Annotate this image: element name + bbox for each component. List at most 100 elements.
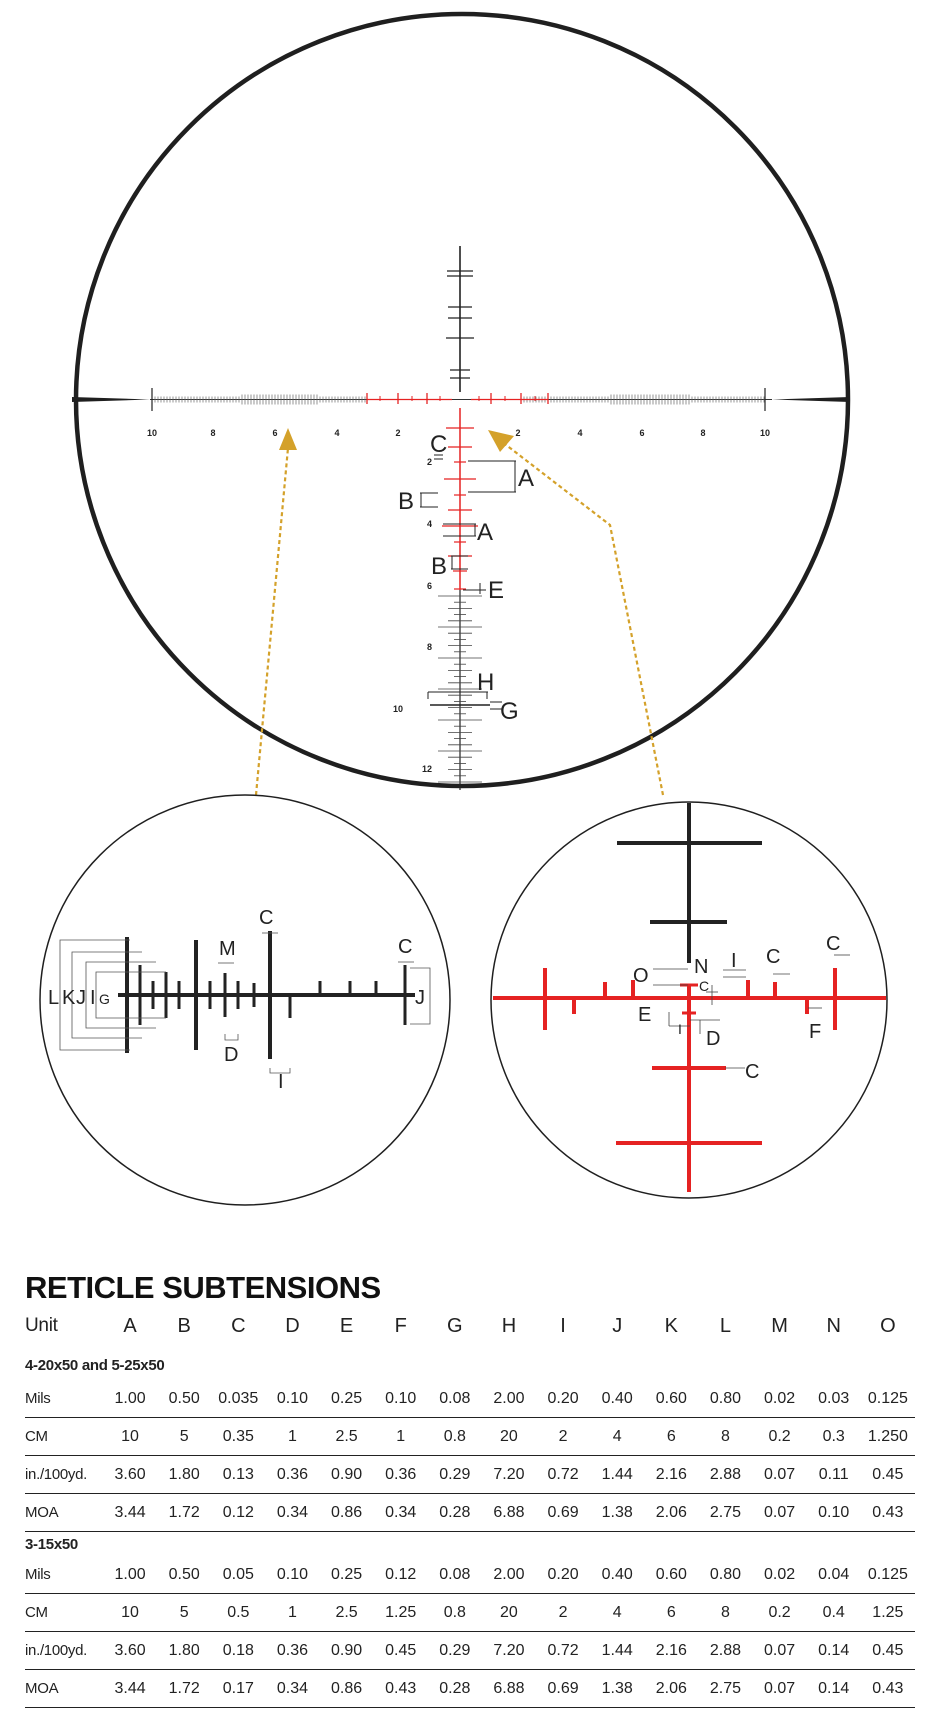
table-cell: 0.02 [752, 1380, 807, 1418]
h-label-left-6: 6 [272, 428, 277, 438]
table-cell: 3.60 [103, 1631, 158, 1670]
callout-a-mid: A [477, 519, 493, 546]
callout-c-main: C [430, 431, 447, 458]
table-header-cell: N [826, 1314, 841, 1337]
table-cell: 0.36 [373, 1455, 428, 1494]
left-inset-c2: C [398, 936, 412, 958]
table-cell: 0.10 [806, 1493, 861, 1532]
callout-b-top: B [398, 488, 414, 515]
table-cell: 0.07 [752, 1455, 807, 1494]
table-cell: 0.34 [265, 1669, 320, 1708]
table-header-cell: Unit [25, 1315, 58, 1336]
right-inset-f: F [809, 1021, 821, 1043]
table-cell: 0.60 [644, 1380, 699, 1418]
table-cell: 0.11 [806, 1455, 861, 1494]
table-cell: 0.35 [211, 1417, 266, 1456]
h-label-right-4: 4 [577, 428, 582, 438]
left-inset-d: D [224, 1044, 238, 1066]
table-cell: 1 [373, 1417, 428, 1456]
table-cell: 0.28 [427, 1493, 482, 1532]
table-cell: 0.90 [319, 1631, 374, 1670]
table-cell: 1.25 [373, 1593, 428, 1632]
table-cell: 6 [644, 1417, 699, 1456]
table-cell: 0.43 [860, 1669, 915, 1708]
h-label-right-8: 8 [700, 428, 705, 438]
table-cell: MOA [25, 1493, 103, 1532]
table-cell: 3.44 [103, 1669, 158, 1708]
table-cell: 0.86 [319, 1669, 374, 1708]
table-cell: 0.80 [698, 1556, 753, 1594]
table-header-cell: B [177, 1314, 191, 1337]
table-cell: Mils [25, 1380, 103, 1418]
table-cell: 2.88 [698, 1455, 753, 1494]
table-header-cell: I [560, 1314, 566, 1337]
arrow-right [500, 440, 665, 796]
left-inset-g: G [99, 991, 110, 1007]
left-inset-bracket [71, 951, 142, 1039]
table-cell: 0.60 [644, 1556, 699, 1594]
table-cell: MOA [25, 1669, 103, 1708]
table-cell: 0.40 [590, 1380, 645, 1418]
table-cell: 0.05 [211, 1556, 266, 1594]
v-label-12: 12 [422, 764, 432, 774]
table-cell: 2.06 [644, 1669, 699, 1708]
table-cell: 0.20 [536, 1556, 591, 1594]
h-label-left-8: 8 [210, 428, 215, 438]
table-cell: 0.5 [211, 1593, 266, 1632]
table-header-cell: L [719, 1314, 731, 1337]
table-cell: 6 [644, 1593, 699, 1632]
left-inset-i-bracket [269, 1068, 291, 1074]
right-post [772, 397, 850, 402]
left-inset-bracket [59, 939, 130, 1051]
table-cell: CM [25, 1417, 103, 1456]
table-cell: 0.45 [373, 1631, 428, 1670]
right-inset-o: O [633, 965, 649, 987]
callout-b-mid: B [431, 553, 447, 580]
right-inset-n: N [694, 956, 708, 978]
table-cell: 0.17 [211, 1669, 266, 1708]
table-cell: 5 [157, 1593, 212, 1632]
table-cell: 0.04 [806, 1556, 861, 1594]
table-cell: 0.34 [265, 1493, 320, 1532]
table-header-cell: C [231, 1314, 246, 1337]
table-header-cell: G [447, 1314, 463, 1337]
table-cell: 0.07 [752, 1631, 807, 1670]
table-cell: in./100yd. [25, 1631, 103, 1670]
table-cell: 2.88 [698, 1631, 753, 1670]
table-cell: 6.88 [481, 1493, 536, 1532]
table-cell: 2.75 [698, 1493, 753, 1532]
table-cell: 2.5 [319, 1417, 374, 1456]
right-inset-d: D [706, 1028, 720, 1050]
table-cell: 0.36 [265, 1455, 320, 1494]
table-cell: 0.50 [157, 1380, 212, 1418]
table-cell: 0.25 [319, 1380, 374, 1418]
left-post [72, 397, 150, 402]
right-inset-c1: C [766, 946, 780, 968]
left-inset-reticle [59, 931, 431, 1074]
table-header-cell: O [880, 1314, 896, 1337]
table-header-cell: F [394, 1314, 407, 1337]
v-label-8: 8 [427, 642, 432, 652]
table-cell: Mils [25, 1556, 103, 1594]
callout-g-main: G [500, 698, 519, 725]
table-cell: 0.8 [427, 1417, 482, 1456]
table-cell: 2.00 [481, 1380, 536, 1418]
h-label-left-4: 4 [334, 428, 339, 438]
table-cell: 0.08 [427, 1380, 482, 1418]
v-label-2: 2 [427, 457, 432, 467]
table-cell: 20 [481, 1417, 536, 1456]
table-cell: 0.20 [536, 1380, 591, 1418]
table-cell: 2.5 [319, 1593, 374, 1632]
table-cell: 0.13 [211, 1455, 266, 1494]
table-cell: 0.25 [319, 1556, 374, 1594]
table-cell: 0.10 [373, 1380, 428, 1418]
table-header-cell: M [771, 1314, 788, 1337]
left-inset-bracket [85, 961, 156, 1029]
table-cell: 0.125 [860, 1556, 915, 1594]
table-cell: 0.90 [319, 1455, 374, 1494]
table-cell: 1.80 [157, 1455, 212, 1494]
